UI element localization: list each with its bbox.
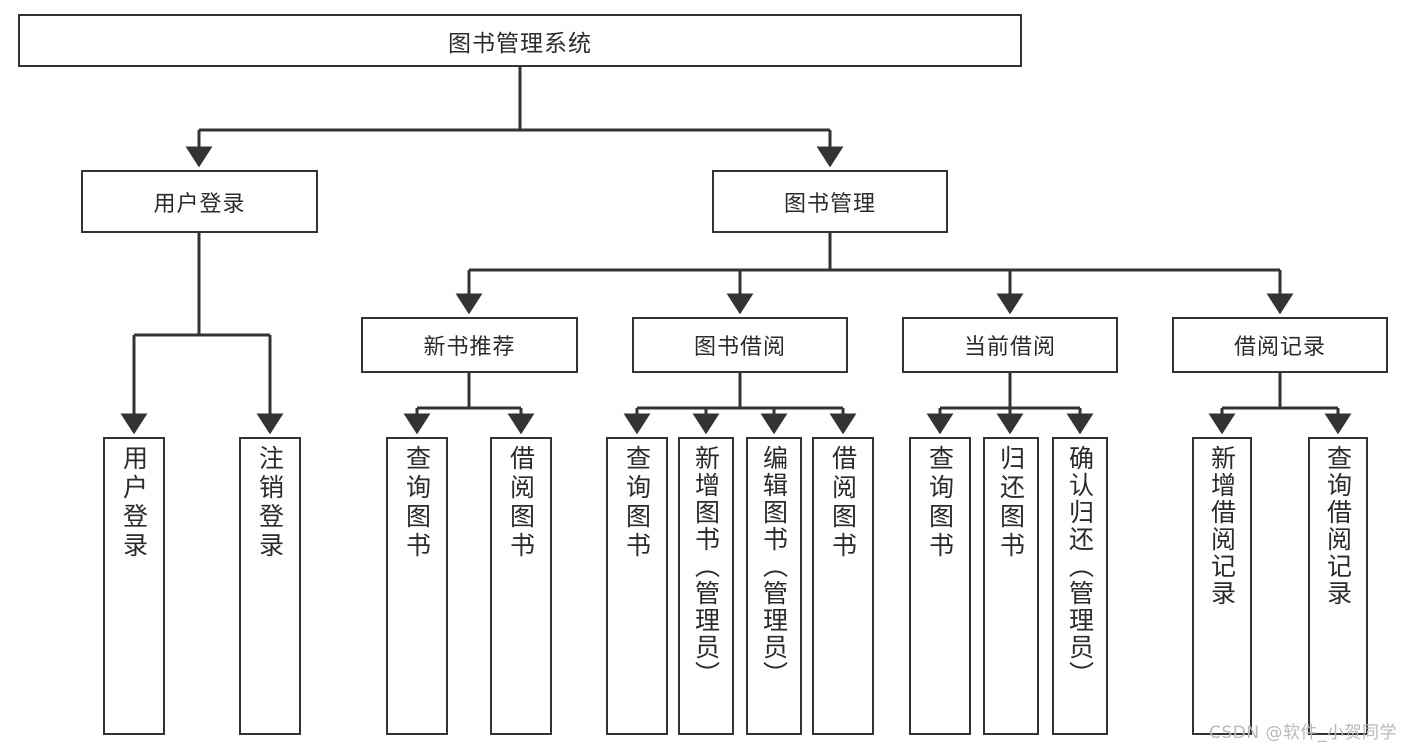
leaf-user-login-logout[interactable]: 注销登录 [239,437,301,735]
node-label: 新书推荐 [423,335,516,360]
leaf-borrow-book-query-books[interactable]: 查询图书 [606,437,668,735]
leaf-user-login-login[interactable]: 用户登录 [103,437,165,735]
node-user-login[interactable]: 用户登录 [81,170,318,233]
node-label: 新增借阅记录 [1207,445,1237,607]
leaf-current-borrow-confirm-return-admin[interactable]: 确认归还（管理员） [1052,437,1108,735]
node-label: 借阅图书 [506,445,536,561]
node-label: 借阅图书 [828,445,858,561]
node-label: 图书管理 [783,191,876,217]
node-label: 确认归还（管理员） [1065,445,1095,688]
node-label: 借阅记录 [1233,335,1326,360]
node-book-management[interactable]: 图书管理 [712,170,948,233]
node-borrowing-record[interactable]: 借阅记录 [1172,317,1388,373]
node-label: 查询图书 [925,445,955,561]
node-label: 注销登录 [255,445,285,561]
node-current-borrowing[interactable]: 当前借阅 [902,317,1118,373]
node-label: 新增图书（管理员） [691,445,721,688]
node-label: 用户登录 [153,191,246,217]
node-label: 编辑图书（管理员） [759,445,789,688]
node-book-borrowing[interactable]: 图书借阅 [632,317,848,373]
leaf-borrow-book-edit-book-admin[interactable]: 编辑图书（管理员） [746,437,802,735]
node-label: 查询图书 [402,445,432,561]
node-root-book-management-system[interactable]: 图书管理系统 [18,14,1022,67]
node-label: 图书管理系统 [448,30,592,57]
node-label: 图书借阅 [693,335,786,360]
leaf-current-borrow-return-books[interactable]: 归还图书 [983,437,1039,735]
node-new-book-recommendation[interactable]: 新书推荐 [361,317,578,373]
node-label: 查询借阅记录 [1323,445,1353,607]
leaf-new-book-query-books[interactable]: 查询图书 [386,437,448,735]
watermark-text: CSDN @软件_小贺同学 [1209,723,1397,743]
leaf-borrow-record-add-record[interactable]: 新增借阅记录 [1192,437,1252,735]
node-label: 当前借阅 [963,335,1056,360]
leaf-borrow-record-query-record[interactable]: 查询借阅记录 [1308,437,1368,735]
leaf-borrow-book-add-book-admin[interactable]: 新增图书（管理员） [678,437,734,735]
node-label: 用户登录 [119,445,149,561]
node-label: 归还图书 [996,445,1026,561]
leaf-borrow-book-borrow-books[interactable]: 借阅图书 [812,437,874,735]
leaf-new-book-borrow-books[interactable]: 借阅图书 [490,437,552,735]
node-label: 查询图书 [622,445,652,561]
leaf-current-borrow-query-books[interactable]: 查询图书 [909,437,971,735]
